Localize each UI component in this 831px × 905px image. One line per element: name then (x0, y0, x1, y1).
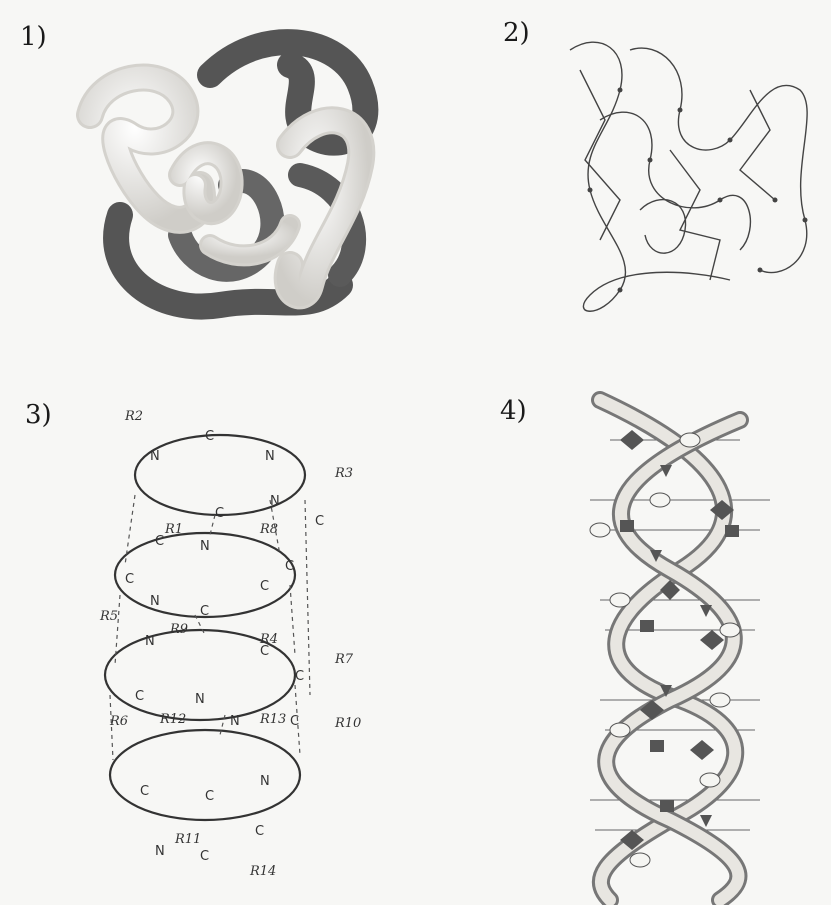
svg-text:C: C (215, 506, 224, 521)
svg-text:C: C (290, 714, 299, 729)
helix-label-R5: R5 (99, 609, 118, 624)
panel-1-label: 1) (20, 22, 47, 52)
svg-text:N: N (260, 774, 270, 789)
svg-text:C: C (255, 824, 264, 839)
svg-text:C: C (200, 849, 209, 864)
helix-label-R2: R2 (124, 409, 143, 424)
svg-text:N: N (270, 494, 280, 509)
svg-text:N: N (195, 692, 205, 707)
panel-3-label: 3) (25, 400, 52, 430)
panel-2-protein-ribbon-sketch (560, 30, 820, 330)
helix-label-R3: R3 (334, 466, 353, 481)
helix-label-R4: R4 (259, 632, 278, 647)
helix-label-R7: R7 (334, 652, 354, 667)
panel-4-label: 4) (500, 396, 527, 426)
helix-label-R12: R12 (159, 712, 186, 727)
helix-label-R14: R14 (249, 864, 276, 879)
panel-4-dna-double-helix (560, 400, 790, 900)
svg-text:N: N (265, 449, 275, 464)
svg-text:N: N (155, 844, 165, 859)
svg-text:C: C (205, 789, 214, 804)
svg-text:C: C (125, 572, 134, 587)
helix-label-R6: R6 (109, 714, 128, 729)
helix-label-R11: R11 (174, 832, 201, 847)
panel-2-label: 2) (503, 18, 530, 48)
svg-text:C: C (155, 534, 164, 549)
helix-label-R13: R13 (259, 712, 286, 727)
svg-text:C: C (315, 514, 324, 529)
helix-label-R8: R8 (259, 522, 278, 537)
helix-label-R10: R10 (334, 716, 361, 731)
svg-text:N: N (200, 539, 210, 554)
svg-text:N: N (150, 449, 160, 464)
svg-text:C: C (140, 784, 149, 799)
svg-text:N: N (150, 594, 160, 609)
svg-text:C: C (260, 579, 269, 594)
svg-text:C: C (295, 669, 304, 684)
svg-text:C: C (285, 559, 294, 574)
panel-1-globular-protein (60, 15, 400, 335)
helix-label-R9: R9 (169, 622, 188, 637)
svg-text:N: N (230, 714, 240, 729)
svg-text:N: N (145, 634, 155, 649)
svg-text:C: C (135, 689, 144, 704)
svg-text:C: C (200, 604, 209, 619)
helix-label-R1: R1 (164, 522, 183, 537)
svg-text:C: C (205, 429, 214, 444)
